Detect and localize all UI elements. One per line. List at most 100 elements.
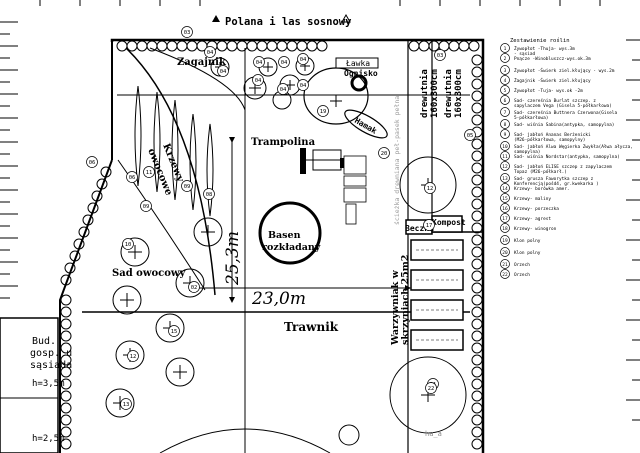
trampolina-label: Trampolina (251, 137, 316, 148)
legend-text: Orzech (514, 262, 530, 268)
legend-number: 19 (502, 238, 508, 244)
legend-number: 5 (504, 88, 507, 94)
legend-text: Sad- jabłoń ELISE szczep z zapylaczem (514, 163, 612, 170)
large-trees (159, 156, 467, 453)
plan-marker-circle (188, 281, 200, 293)
legend-number-circle (500, 173, 510, 183)
top-ruler (39, 0, 601, 6)
plan-axes (82, 40, 483, 453)
legend-title: Zestawienie roślin (510, 37, 570, 44)
plan-marker-circle (425, 382, 437, 394)
neighbor-building: Bud. gosp. u sąsiada h=3,5m h=2,5m (0, 317, 72, 453)
legend-number-circle (500, 269, 510, 279)
plan-marker-circle (424, 182, 436, 194)
plan-marker-circle (86, 156, 98, 168)
legend-number-circle (500, 65, 510, 75)
zagajnik-label: Zagajnik (177, 57, 227, 68)
legend-text: 5-półkarłowa) (514, 114, 548, 121)
plan-marker-number: 15 (171, 329, 178, 335)
garden-furniture (343, 155, 367, 225)
legend-text: Żywopłot -Świerk ziel.kłujący - wys.2m (514, 67, 615, 74)
legend-number-circle (500, 53, 510, 63)
plan-marker-circle (277, 83, 289, 95)
legend-text: Sad- czereśnia Burlat szczep. z (514, 97, 596, 104)
svg-text:gosp. u: gosp. u (30, 348, 72, 359)
legend-item: 5 Żywopłot -Tuja- wys.ok -2m (500, 85, 583, 95)
plan-marker-circle (181, 180, 193, 192)
plan-marker-number: 04 (207, 50, 214, 56)
legend-text: Klon polny (514, 250, 541, 256)
legend-number-circle (500, 223, 510, 233)
svg-text:drewutnia: drewutnia (419, 69, 430, 118)
plan-marker-number: 04 (281, 60, 288, 66)
legend-text: (M26-półkarłowa, samopylny) (514, 136, 585, 143)
legend-text: Krzewy- maliny (514, 196, 551, 202)
legend-number: 10 (502, 144, 508, 150)
legend-text: - sąsiad (514, 51, 536, 57)
legend-number: 8 (504, 122, 507, 128)
legend-number-circle (500, 235, 510, 245)
beczka-label: Beczka (405, 224, 434, 233)
plan-marker-number: 09 (143, 204, 150, 210)
trampoline: Trampolina (251, 137, 346, 174)
dim-depth: 25,3m (223, 231, 243, 286)
plan-marker-circle (317, 105, 329, 117)
ha-label: ha_a (425, 430, 442, 438)
legend-item: 21 Orzech (500, 259, 530, 269)
legend-number-circle (500, 259, 510, 269)
legend-number-circle (500, 161, 510, 171)
ognisko-label: Ognisko (344, 68, 378, 78)
left-ruler (0, 21, 18, 299)
compost-barrel: Beczka Kompost (405, 215, 466, 235)
legend-text: Sad- czereśnia Buttnera Czerwona(Gisela (514, 109, 617, 116)
vegetable-boxes (410, 239, 464, 351)
legend-text: Pnącze -Winobluszcz-wys.ok.3m (514, 56, 591, 62)
legend-number: 21 (502, 262, 508, 268)
hammock: Hamak (344, 109, 388, 139)
height-1: h=3,5m (32, 379, 65, 389)
fruit-bush-rows (134, 85, 214, 217)
svg-text:160x300cm: 160x300cm (454, 69, 464, 118)
legend-number-circle (500, 75, 510, 85)
legend-text: Topaz (M26-półkarł.) (514, 168, 567, 175)
plan-marker-circle (181, 26, 193, 38)
sad-owocowy-label: Sad owocowy (112, 268, 186, 279)
header-label: Polana i las sosnowy (212, 13, 352, 28)
plan-marker-number: 06 (129, 175, 136, 181)
plan-marker-circle (126, 171, 138, 183)
plan-marker-circle (140, 200, 152, 212)
plan-marker-number: 06 (89, 160, 96, 166)
plan-marker-circle (423, 219, 435, 231)
legend-text: Krzewy- borówka amer. (514, 185, 570, 192)
legend-number-circle (500, 247, 510, 257)
plan-marker-number: 12 (427, 186, 434, 192)
plan-marker-circle (143, 166, 155, 178)
hedge-right (471, 54, 483, 450)
legend-number-circle (500, 183, 510, 193)
plan-marker-number: 04 (280, 87, 287, 93)
legend-text: Żywopłot -Tuja- wys.ok -2m (514, 87, 583, 94)
legend-number: 1 (504, 46, 507, 52)
legend-number: 13 (502, 176, 508, 182)
pool: Basen rozkładany (258, 201, 322, 265)
plan-marker-circle (252, 74, 264, 86)
legend-number-circle (500, 213, 510, 223)
legend-text: Żagajnik -Świerk ziel.kłujący (514, 77, 591, 84)
legend-text: Orzech (514, 272, 530, 278)
